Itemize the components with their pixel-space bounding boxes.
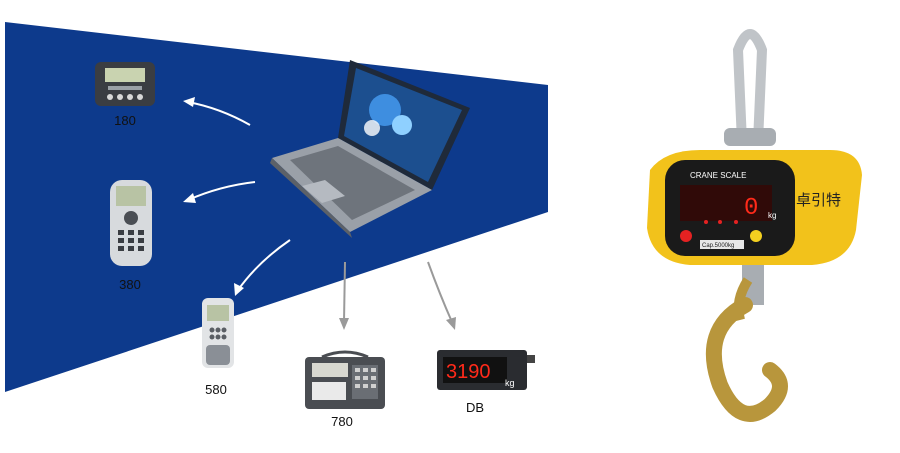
crane-scale-capacity: Cap.5000kg bbox=[702, 243, 734, 249]
device-db-icon bbox=[437, 350, 535, 390]
laptop-icon bbox=[270, 60, 470, 238]
arrow-to-180 bbox=[187, 101, 251, 126]
label-580: 580 bbox=[205, 382, 227, 397]
db-digits: 3190 bbox=[446, 361, 491, 383]
db-unit: kg bbox=[505, 378, 515, 388]
label-180: 180 bbox=[114, 113, 136, 128]
label-380: 380 bbox=[119, 277, 141, 292]
arrow-to-580 bbox=[237, 239, 291, 291]
crane-scale-brand: 卓引特 bbox=[796, 191, 841, 209]
device-580-icon bbox=[202, 298, 234, 368]
blue-background-panel bbox=[5, 22, 548, 392]
crane-scale-title: CRANE SCALE bbox=[690, 171, 746, 180]
device-780-icon bbox=[305, 350, 385, 409]
label-db: DB bbox=[465, 400, 485, 415]
device-180-icon bbox=[95, 62, 155, 106]
arrow-to-db bbox=[427, 261, 453, 323]
device-380-icon bbox=[110, 180, 152, 266]
crane-scale-illustration bbox=[647, 29, 862, 422]
crane-scale-reading: 0 bbox=[744, 195, 758, 222]
crane-scale-unit: kg bbox=[768, 211, 776, 220]
label-780: 780 bbox=[331, 414, 353, 429]
arrow-to-780 bbox=[343, 261, 346, 323]
